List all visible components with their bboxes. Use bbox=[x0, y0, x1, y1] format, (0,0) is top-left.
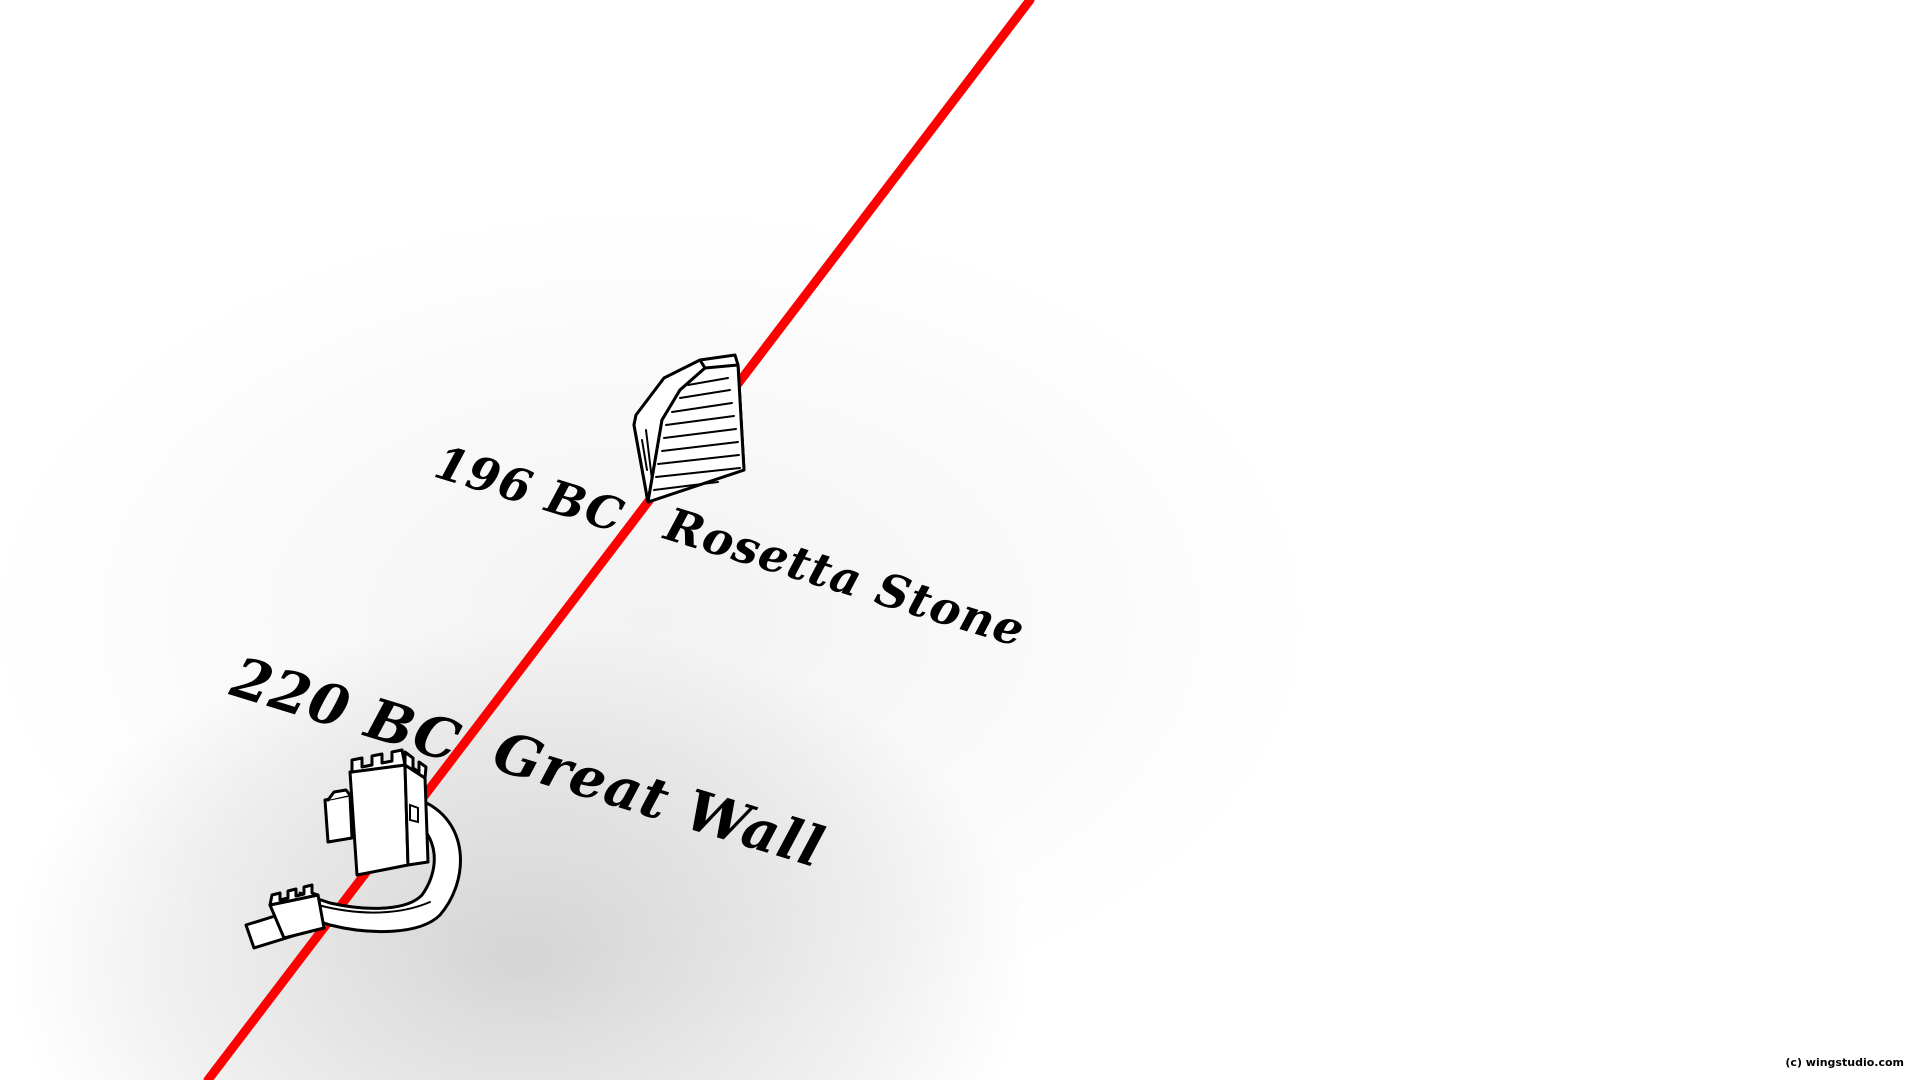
great-wall-icon bbox=[244, 748, 462, 950]
event-name-great-wall: Great Wall bbox=[486, 718, 832, 881]
timeline-line bbox=[203, 0, 1035, 1080]
event-date-great-wall: 220 BC bbox=[223, 644, 468, 776]
copyright-credit: (c) wingstudio.com bbox=[1785, 1056, 1904, 1069]
event-name-rosetta-stone: Rosetta Stone bbox=[657, 496, 1032, 657]
rosetta-stone-icon bbox=[632, 353, 746, 504]
event-date-rosetta-stone: 196 BC bbox=[429, 435, 631, 543]
